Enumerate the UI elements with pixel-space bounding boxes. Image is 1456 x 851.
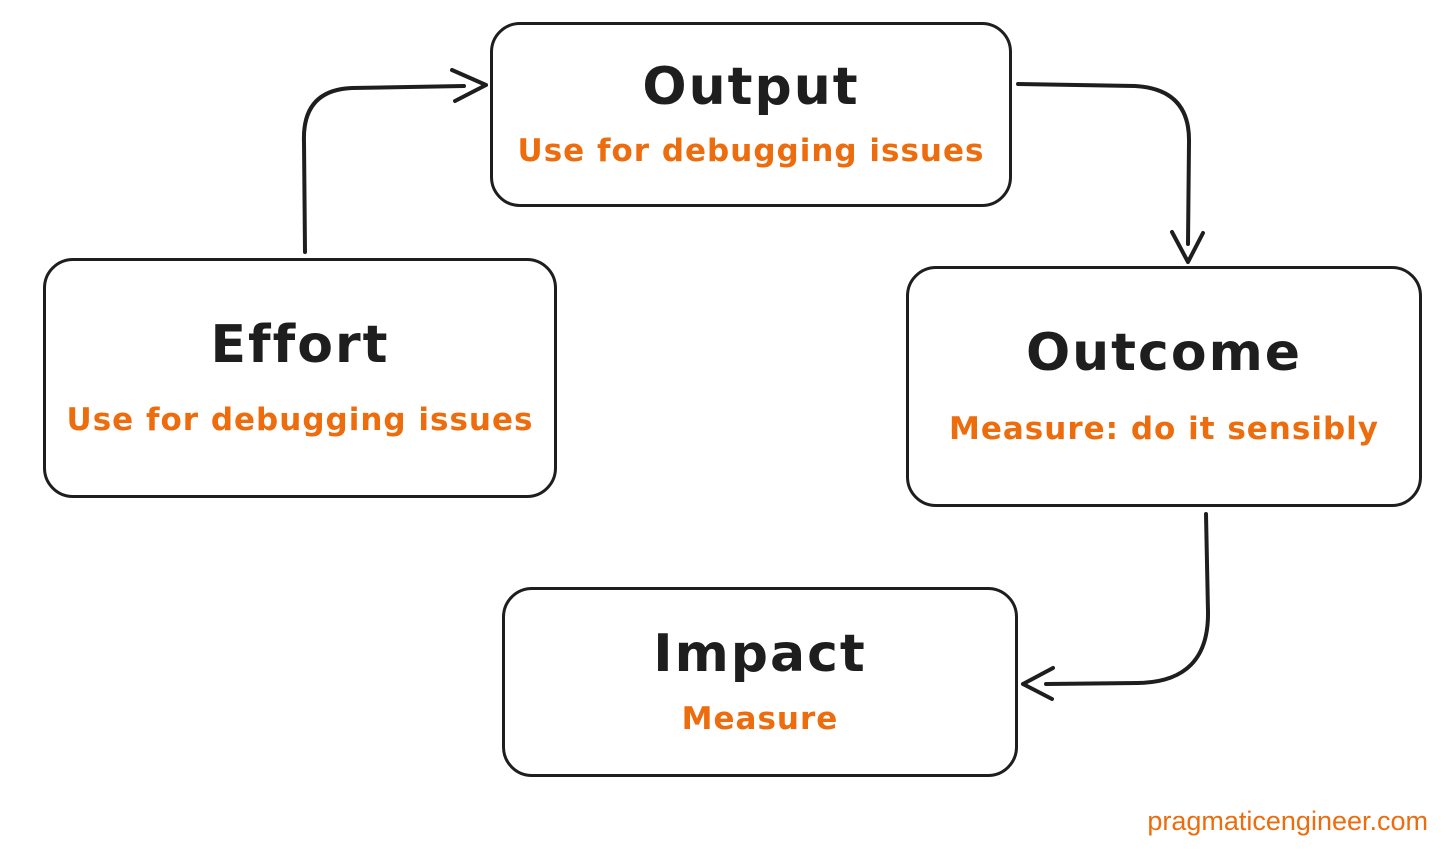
node-title: Effort xyxy=(210,314,390,375)
node-effort: Effort Use for debugging issues xyxy=(43,258,557,498)
node-impact: Impact Measure xyxy=(502,587,1018,777)
node-title: Impact xyxy=(653,623,867,684)
node-title: Outcome xyxy=(1025,323,1303,384)
arrow-output-to-outcome xyxy=(1016,82,1205,264)
arrowhead-down-icon xyxy=(1170,230,1205,264)
node-subtitle: Measure: do it sensibly xyxy=(949,410,1379,447)
node-subtitle: Measure xyxy=(681,701,839,737)
arrow-effort-to-output xyxy=(301,68,488,254)
arrowhead-left-icon xyxy=(1021,666,1055,701)
node-output: Output Use for debugging issues xyxy=(490,22,1012,207)
arrow-outcome-to-impact xyxy=(1021,512,1211,701)
arrowhead-right-icon xyxy=(450,68,488,103)
node-title: Output xyxy=(642,57,860,118)
watermark-text: pragmaticengineer.com xyxy=(1147,806,1428,836)
node-subtitle: Use for debugging issues xyxy=(66,402,534,438)
node-outcome: Outcome Measure: do it sensibly xyxy=(906,266,1422,507)
node-subtitle: Use for debugging issues xyxy=(517,132,985,169)
